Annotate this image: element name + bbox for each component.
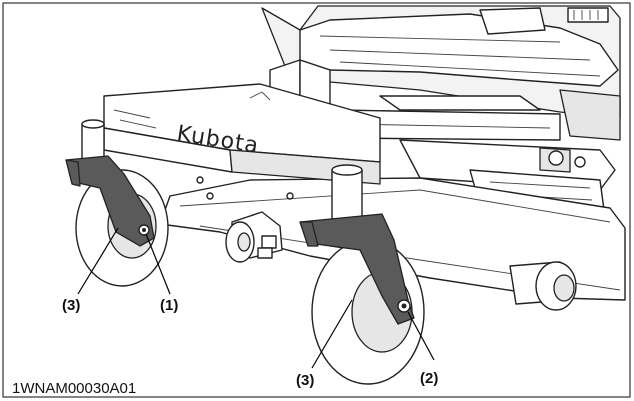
leader-left-wheel — [77, 227, 119, 295]
leader-left-bolt — [145, 233, 171, 295]
left-caster — [65, 119, 169, 287]
callout-left-wheel: (3) — [62, 297, 80, 314]
figure-frame — [2, 2, 631, 398]
callout-right-bolt: (2) — [420, 370, 438, 387]
callout-left-bolt: (1) — [160, 297, 178, 314]
leader-right-bolt — [407, 311, 435, 361]
leader-right-wheel — [311, 299, 353, 369]
figure-code: 1WNAM00030A01 — [12, 380, 136, 397]
right-caster — [299, 164, 425, 385]
callout-right-wheel: (3) — [296, 372, 314, 389]
